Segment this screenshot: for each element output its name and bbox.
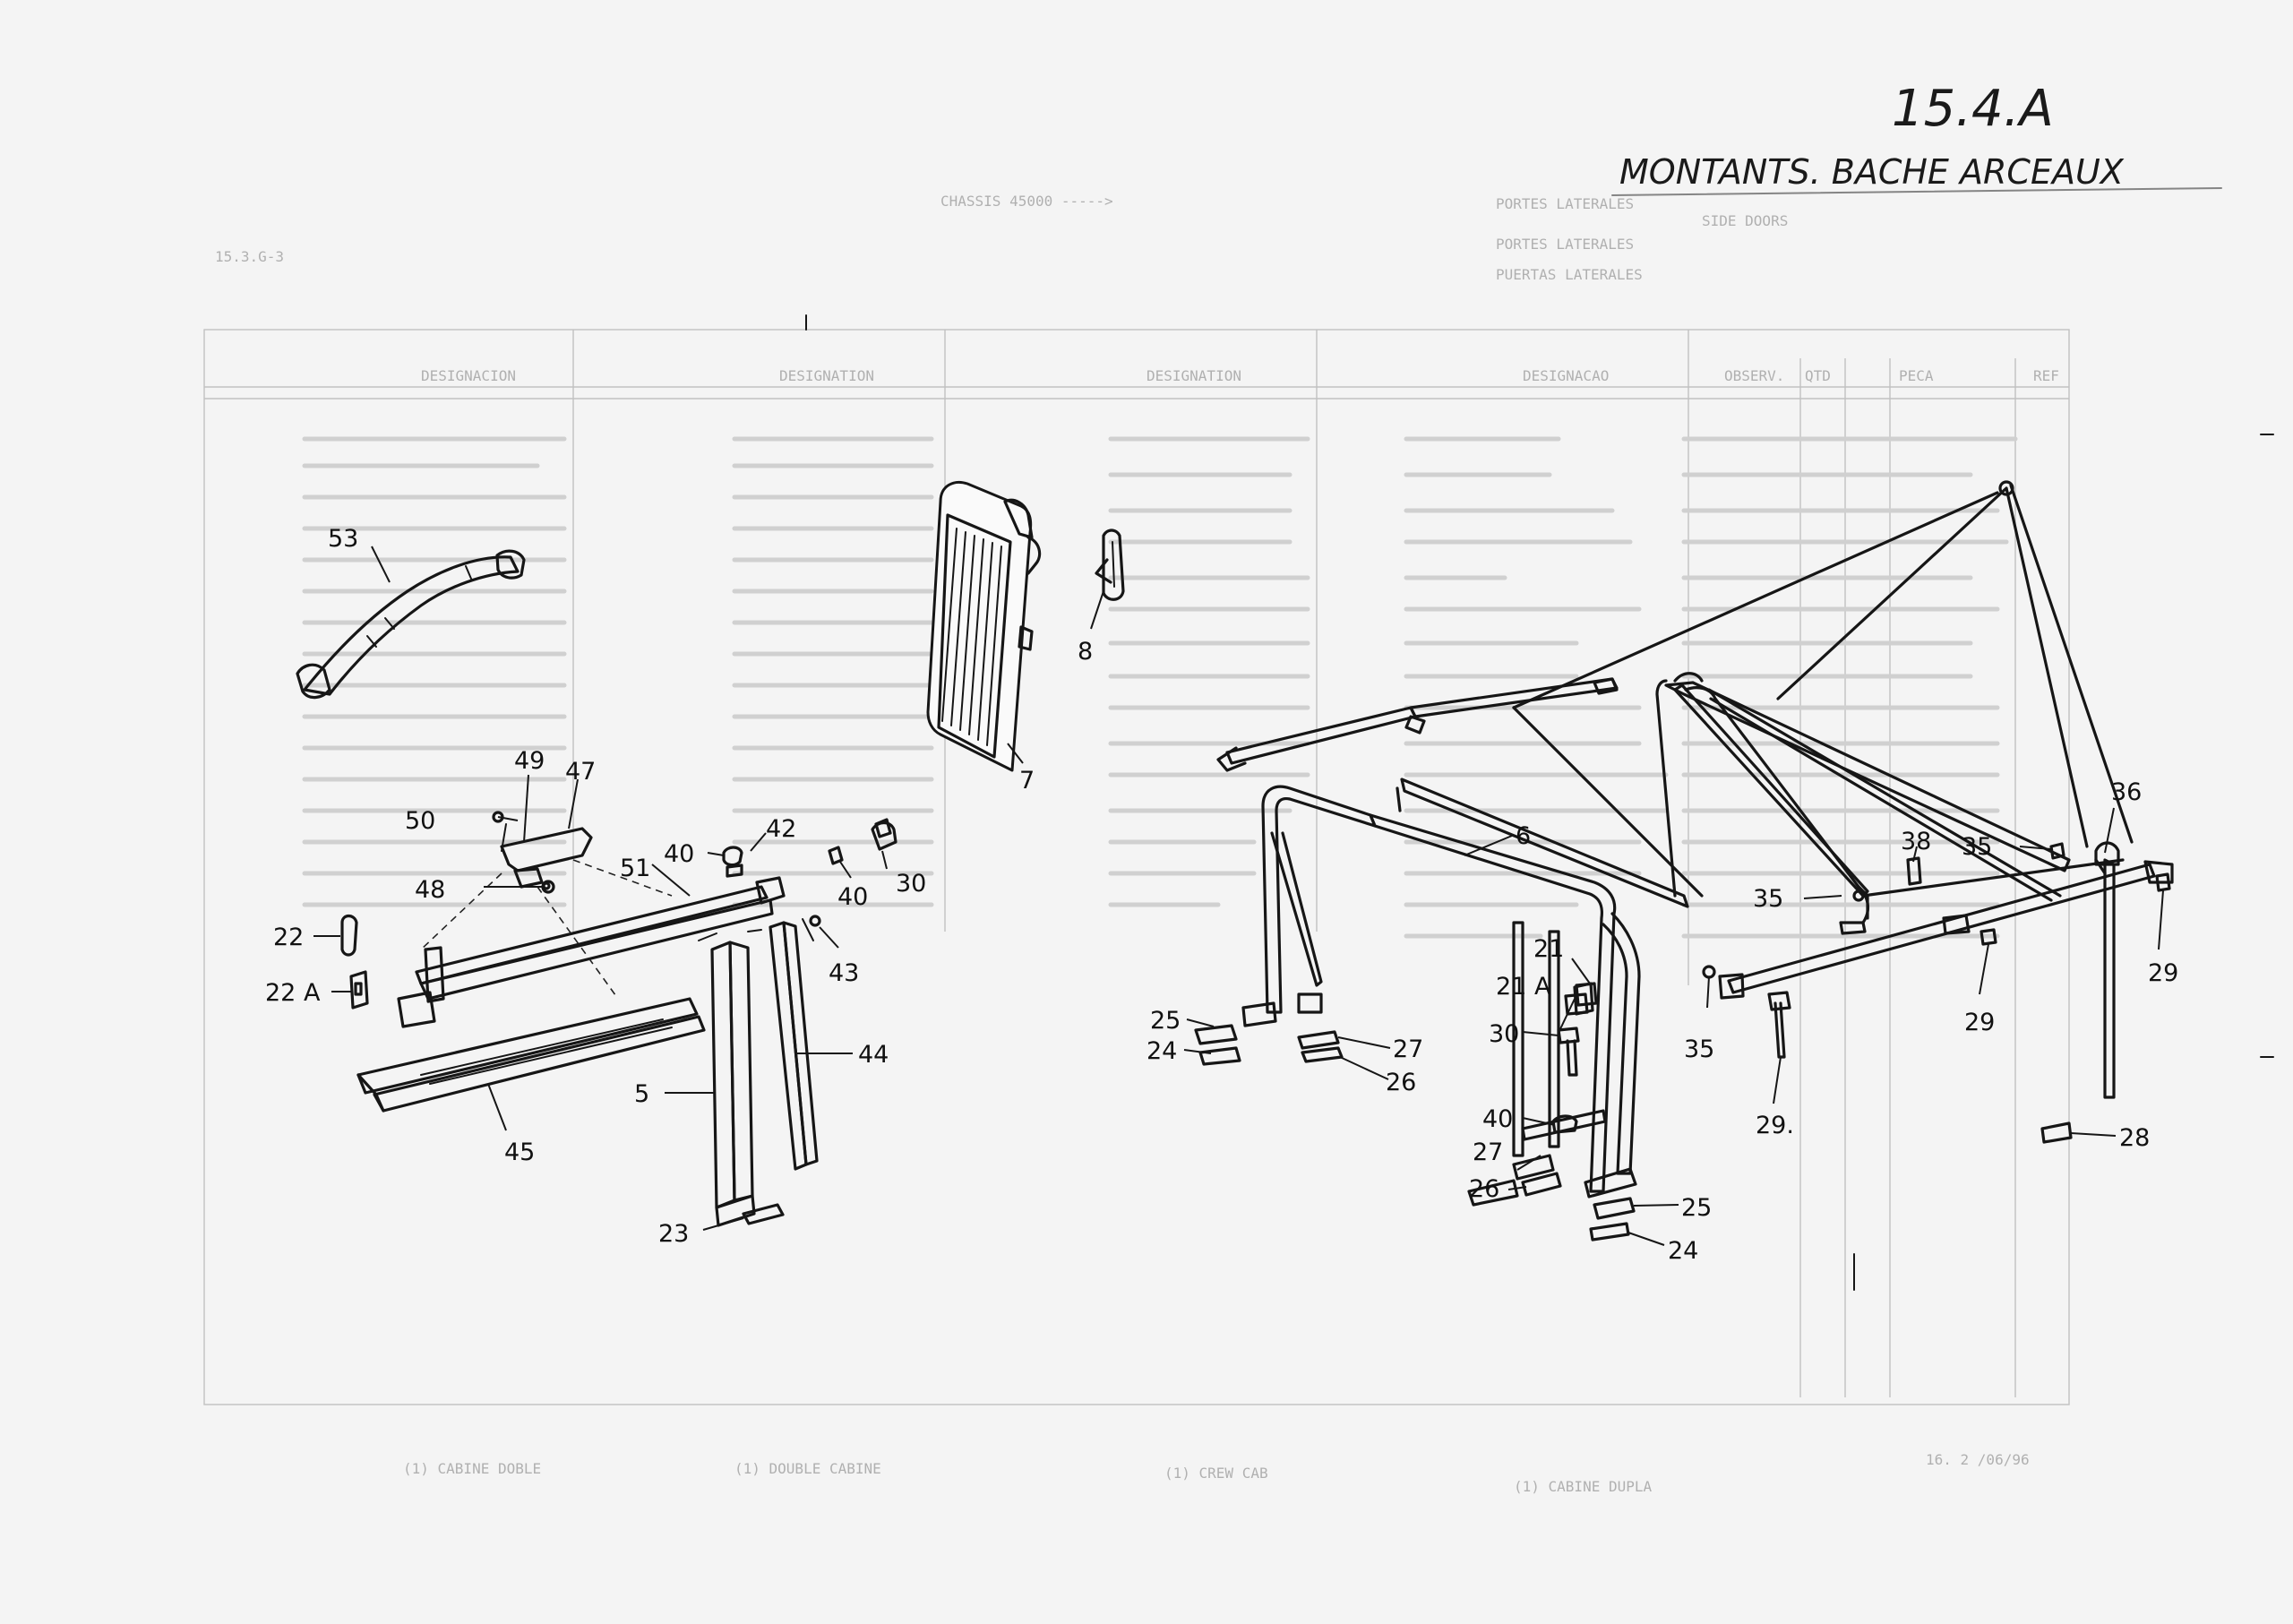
callout-25-b: 25 [1681,1194,1712,1222]
ghost-title-3: PORTES LATERALES [1496,236,1634,253]
callout-51: 51 [620,855,650,882]
part-45-lower-rail [356,997,706,1113]
ghost-chassis: CHASSIS 45000 -----> [940,193,1113,210]
callout-49: 49 [514,747,545,775]
part-23-pad [742,1203,785,1225]
callout-6: 6 [1516,822,1531,850]
callout-35-c: 35 [1962,833,1992,861]
part-53-handle [296,549,526,700]
ghost-date: 16. 2 /06/96 [1926,1451,2030,1468]
callout-43: 43 [829,959,859,987]
part-8-latch [1095,528,1125,601]
part-5-44-door-channels [698,921,819,1227]
callout-29-a: 29 [2148,959,2178,987]
callout-53: 53 [328,525,358,553]
part-22-22A-clips [340,914,369,1010]
page-code: 15.4.A [1892,80,2054,138]
ghost-ref: 15.3.G-3 [215,248,284,265]
ghost-header-designacion: DESIGNACION [421,367,516,384]
callout-7: 7 [1019,767,1035,795]
callout-30-b: 30 [1489,1020,1519,1048]
ghost-background: PORTES LATERALES SIDE DOORS PORTES LATER… [203,193,2070,1495]
ghost-footer-4: (1) CABINE DOBLE [403,1460,541,1477]
ghost-header-ref: REF [2033,367,2059,384]
callout-42: 42 [766,815,796,843]
callout-30-a: 30 [896,870,926,898]
ghost-title-2: SIDE DOORS [1702,212,1788,229]
callout-27-b: 27 [1473,1139,1503,1166]
callout-35-a: 35 [1753,885,1783,913]
callout-8: 8 [1078,638,1093,666]
callout-21A: 21 A [1496,973,1551,1001]
ghost-header-designation-2: DESIGNATION [779,367,874,384]
ghost-footer-3: (1) DOUBLE CABINE [734,1460,881,1477]
ghost-footer-1: (1) CABINE DUPLA [1514,1478,1652,1495]
callout-48: 48 [415,876,445,904]
callout-38: 38 [1901,828,1931,855]
callout-22A: 22 A [265,979,321,1007]
part-35-38-28-36-hardware [1702,842,2171,1059]
title-underline [1611,187,2222,196]
ghost-title-1: PORTES LATERALES [1496,195,1634,212]
ghost-row-lines [302,436,2018,939]
ghost-header-designacao: DESIGNACAO [1523,367,1609,384]
ghost-footer-2: (1) CREW CAB [1164,1465,1268,1482]
ghost-header-peca: PECA [1899,367,1934,384]
ghost-header-observ: OBSERV. [1724,367,1784,384]
callout-21: 21 [1533,935,1564,963]
callout-40-b: 40 [837,883,868,911]
callout-47: 47 [565,758,596,786]
callout-40-a: 40 [664,840,694,868]
part-21-30-40-fixings [1512,982,1594,1197]
callout-44: 44 [858,1041,889,1069]
callout-29-c: 29. [1756,1112,1794,1139]
callout-36: 36 [2111,778,2142,806]
page-title: MONTANTS. BACHE ARCEAUX [1619,152,2125,192]
callout-28: 28 [2119,1124,2150,1152]
callout-35-b: 35 [1684,1035,1714,1063]
callout-5: 5 [634,1080,649,1108]
callout-25-a: 25 [1150,1007,1181,1035]
ghost-table-frame [203,329,2070,1405]
ghost-title-4: PUERTAS LATERALES [1496,266,1643,283]
ghost-header-qtd: QTD [1805,367,1831,384]
callout-45: 45 [504,1139,535,1166]
part-6-roof-bow-frame [1216,480,2174,1207]
callout-labels: 53 49 47 50 48 51 40 42 40 30 43 22 22 A… [265,525,2178,1265]
callout-23: 23 [658,1220,689,1248]
callout-27-a: 27 [1393,1035,1423,1063]
ghost-header-designation-1: DESIGNATION [1146,367,1241,384]
callout-50: 50 [405,807,435,835]
part-40-42-43-30-fasteners [722,818,897,941]
callout-26-b: 26 [1469,1175,1499,1203]
callout-40-c: 40 [1482,1105,1513,1133]
leader-lines [313,546,2164,1246]
callout-29-b: 29 [1964,1009,1995,1036]
part-7-window-panel [926,480,1042,772]
callout-24-b: 24 [1668,1237,1698,1265]
callout-22: 22 [273,924,304,951]
callout-24-a: 24 [1146,1037,1177,1065]
callout-26-a: 26 [1386,1069,1416,1096]
